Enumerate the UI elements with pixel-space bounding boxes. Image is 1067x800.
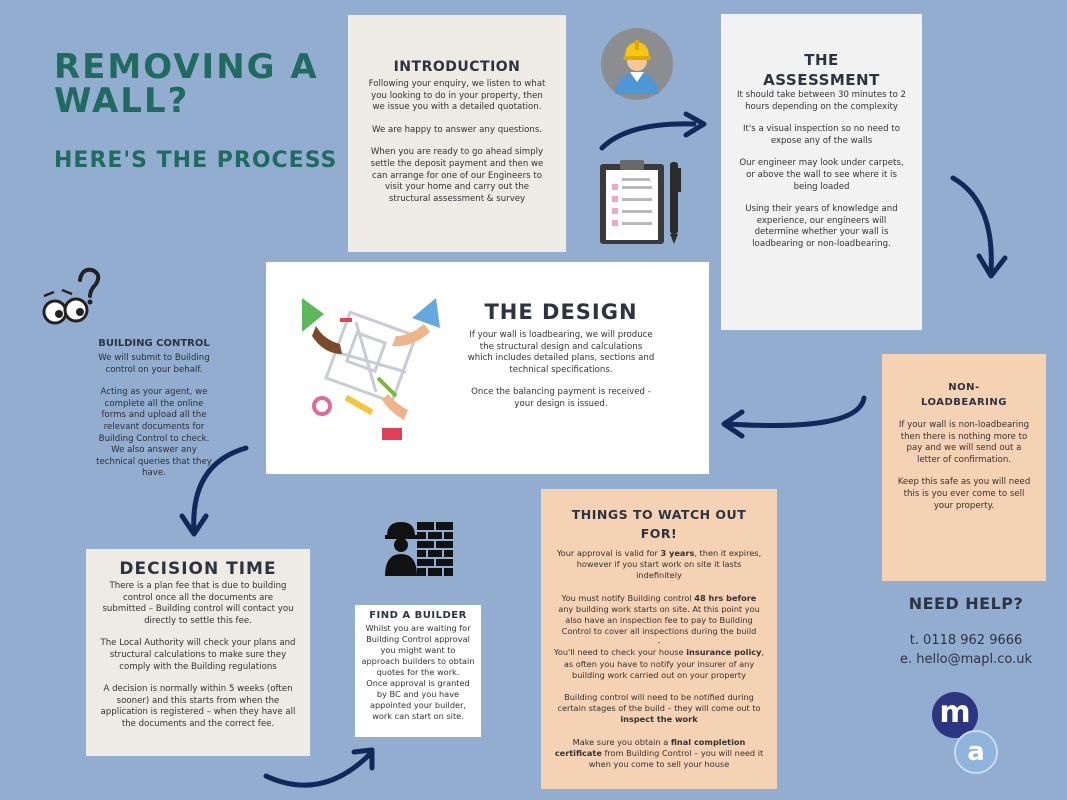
company-logo: m a bbox=[932, 692, 1006, 780]
arrow-to-assessment-icon bbox=[599, 111, 707, 151]
non-loadbearing-text-2: Keep this safe as you will need this is … bbox=[897, 477, 1031, 511]
help-title: NEED HELP? bbox=[908, 594, 1024, 613]
non-loadbearing-card: NON- LOADBEARING If your wall is non-loa… bbox=[882, 354, 1046, 581]
watch-out-card: THINGS TO WATCH OUT FOR! Your approval i… bbox=[541, 489, 777, 789]
decision-card: DECISION TIME There is a plan fee that i… bbox=[86, 549, 310, 756]
confused-eyes-icon bbox=[42, 267, 101, 325]
non-loadbearing-text-1: If your wall is non-loadbearing then the… bbox=[898, 420, 1030, 465]
design-text-2: Once the balancing payment is received -… bbox=[471, 387, 651, 409]
design-text-1: If your wall is loadbearing, we will pro… bbox=[467, 330, 655, 375]
watch-out-text-3: You'll need to check your house insuranc… bbox=[553, 647, 765, 680]
introduction-text-3: When you are ready to go ahead simply se… bbox=[370, 147, 544, 204]
logo-circle-a: a bbox=[954, 730, 998, 774]
design-illustration-icon bbox=[302, 298, 440, 440]
decision-title: DECISION TIME bbox=[119, 559, 277, 579]
assessment-text-3: Our engineer may look under carpets, or … bbox=[739, 158, 904, 192]
builder-brick-icon bbox=[385, 522, 453, 576]
watch-out-text-4: Building control will need to be notifie… bbox=[557, 692, 761, 725]
page-subtitle: HERE'S THE PROCESS bbox=[54, 148, 338, 173]
introduction-text-1: Following your enquiry, we listen to wha… bbox=[368, 79, 546, 113]
decision-text-2: The Local Authority will check your plan… bbox=[100, 638, 296, 672]
decision-text-3: A decision is normally within 5 weeks (o… bbox=[100, 684, 296, 729]
assessment-text-4: Using their years of knowledge and exper… bbox=[745, 204, 898, 249]
logo-circle-m: m bbox=[932, 692, 978, 738]
builder-text-2: Once approval is granted by BC and you h… bbox=[366, 678, 470, 721]
assessment-card: THE ASSESSMENT It should take between 30… bbox=[721, 14, 922, 330]
design-card: THE DESIGN If your wall is loadbearing, … bbox=[266, 262, 709, 474]
builder-text-1: Whilst you are waiting for Building Cont… bbox=[361, 623, 475, 677]
help-email[interactable]: e. hello@mapl.co.uk bbox=[899, 652, 1033, 667]
introduction-text-2: We are happy to answer any questions. bbox=[371, 124, 543, 135]
arrow-to-decision-icon bbox=[179, 445, 249, 537]
building-control-title: BUILDING CONTROL bbox=[98, 338, 210, 349]
help-section: NEED HELP? t. 0118 962 9666 e. hello@map… bbox=[896, 594, 1036, 669]
non-loadbearing-title: NON- LOADBEARING bbox=[921, 382, 1007, 408]
design-title: THE DESIGN bbox=[484, 300, 638, 324]
building-control-section: BUILDING CONTROL We will submit to Build… bbox=[95, 338, 213, 480]
assessment-text-2: It's a visual inspection so no need to e… bbox=[743, 124, 900, 146]
page-title: REMOVING A WALL? bbox=[54, 47, 319, 121]
watch-out-text-2: You must notify Building control 48 hrs … bbox=[558, 592, 760, 637]
watch-out-text-1: Your approval is valid for 3 years, then… bbox=[556, 548, 762, 581]
builder-card: FIND A BUILDER Whilst you are waiting fo… bbox=[355, 605, 481, 737]
introduction-title: INTRODUCTION bbox=[393, 59, 521, 75]
introduction-card: INTRODUCTION Following your enquiry, we … bbox=[348, 15, 566, 252]
building-control-text-1: We will submit to Building control on yo… bbox=[98, 353, 210, 375]
decision-text-1: There is a plan fee that is due to build… bbox=[102, 581, 294, 626]
watch-out-text-5: Make sure you obtain a final completion … bbox=[554, 736, 764, 770]
arrow-to-design-icon bbox=[721, 395, 867, 439]
assessment-text-1: It should take between 30 minutes to 2 h… bbox=[736, 90, 907, 112]
clipboard-pen-icon bbox=[600, 160, 681, 244]
engineer-avatar-icon bbox=[601, 28, 673, 100]
design-text-block: THE DESIGN If your wall is loadbearing, … bbox=[466, 300, 656, 411]
watch-out-dash: - bbox=[657, 637, 661, 648]
arrow-to-nonloadbearing-icon bbox=[950, 175, 1008, 279]
assessment-title: THE ASSESSMENT bbox=[763, 51, 880, 89]
builder-title: FIND A BUILDER bbox=[369, 610, 467, 621]
help-phone[interactable]: t. 0118 962 9666 bbox=[909, 633, 1023, 648]
building-control-text-2: Acting as your agent, we complete all th… bbox=[96, 387, 212, 479]
arrow-to-builder-icon bbox=[263, 747, 375, 788]
watch-out-title: THINGS TO WATCH OUT FOR! bbox=[571, 507, 747, 541]
